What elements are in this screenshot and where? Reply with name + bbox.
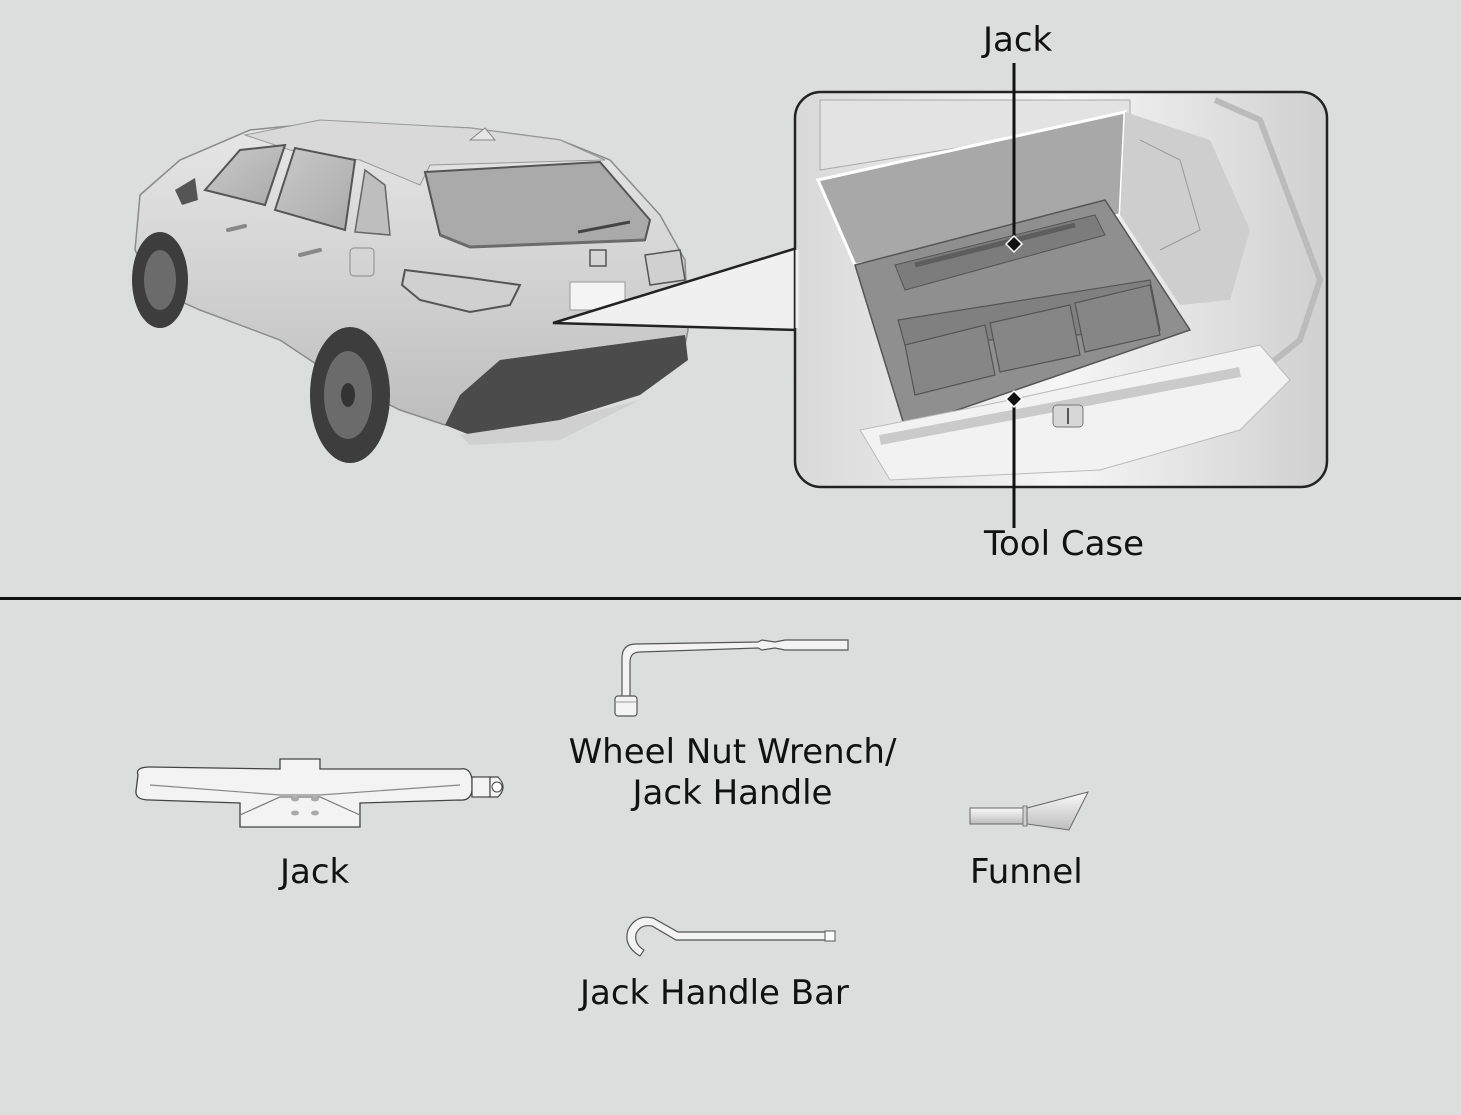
funnel-icon (969, 791, 1089, 831)
jack-handle-bar-icon (626, 916, 836, 957)
section-divider (0, 597, 1461, 600)
jack-leader-line (1004, 63, 1024, 254)
callout-jack-label: Jack (983, 20, 1053, 60)
callout-tool-case-label: Tool Case (984, 524, 1145, 564)
tool-wheel-nut-wrench-label-line1: Wheel Nut Wrench/ (568, 732, 897, 772)
tool-case-leader-line (1004, 389, 1024, 528)
jack-icon (135, 758, 504, 828)
tool-case-pointer-diamond (1004, 389, 1024, 409)
wheel-nut-wrench-icon (614, 639, 849, 717)
jack-pointer-diamond (1004, 234, 1024, 254)
inset-frame (793, 90, 1329, 489)
tool-jack-label: Jack (280, 852, 350, 892)
car-rear-illustration (132, 119, 689, 463)
tool-funnel-label: Funnel (970, 852, 1083, 892)
tool-wheel-nut-wrench-label-line2: Jack Handle (632, 773, 833, 813)
cargo-area-inset (793, 90, 1329, 489)
tool-jack-handle-bar-label: Jack Handle Bar (580, 973, 849, 1013)
